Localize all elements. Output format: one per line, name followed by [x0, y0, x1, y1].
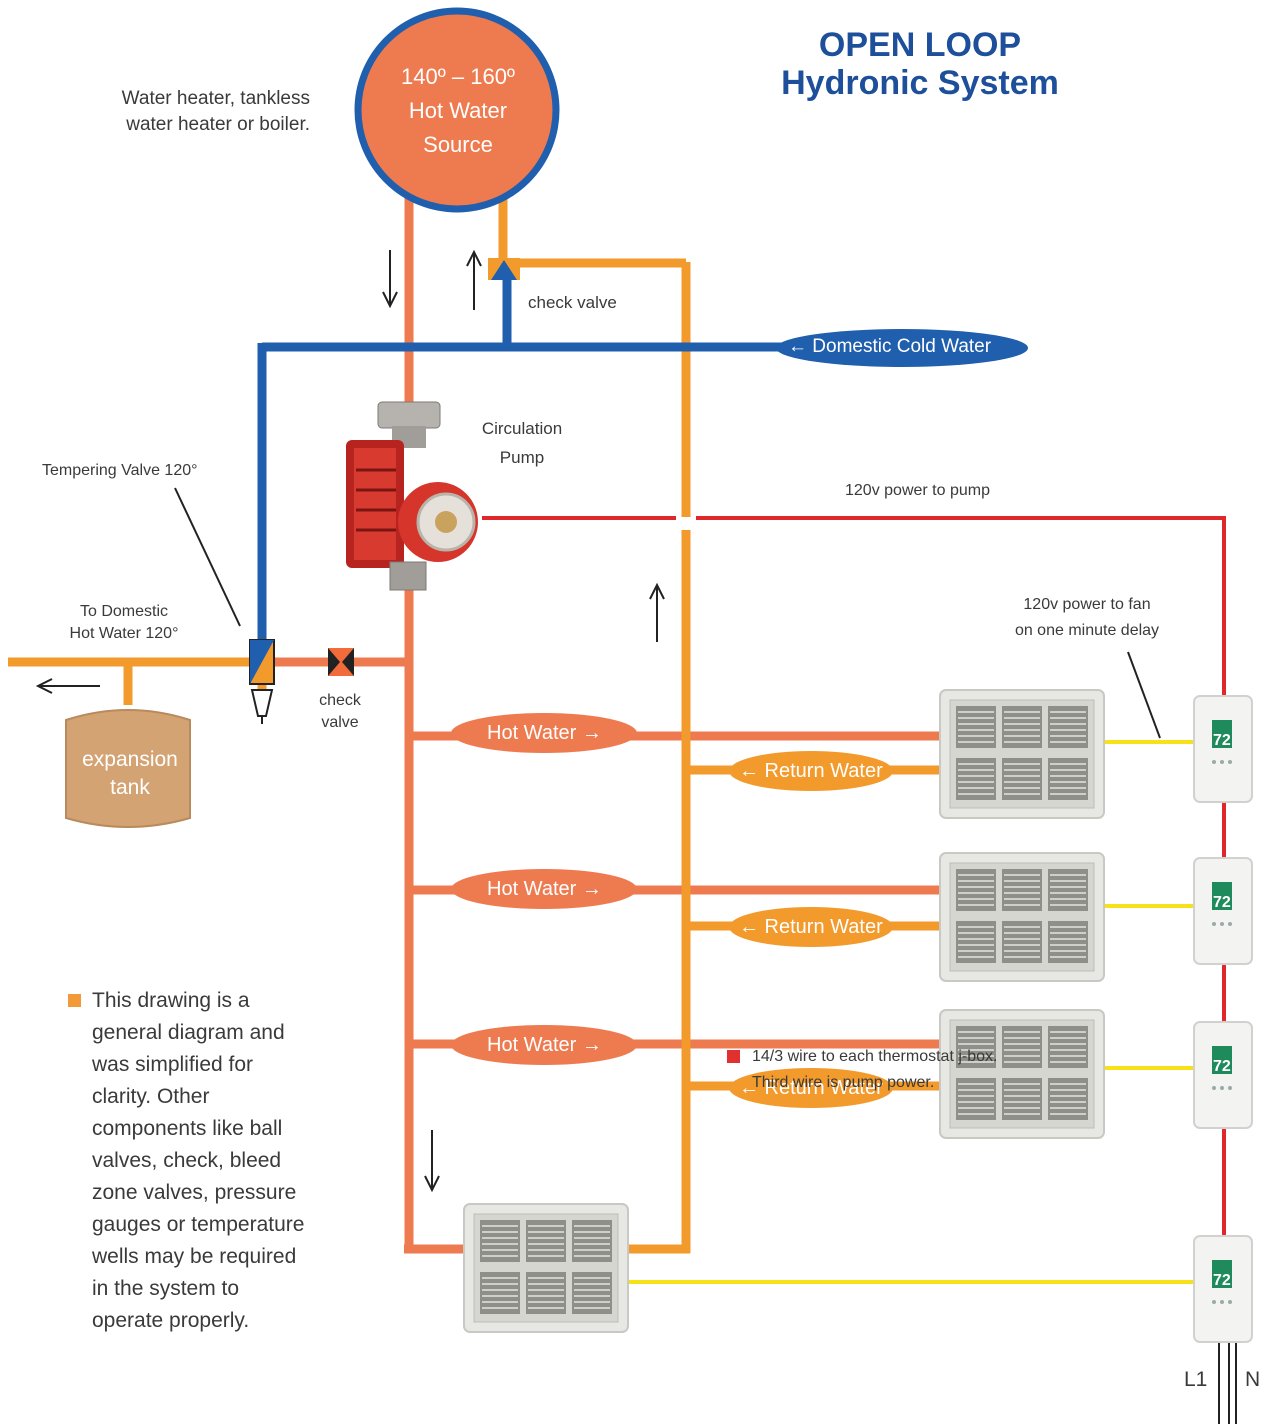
circulation-pump-label: Circulation Pump — [470, 414, 574, 472]
tempering-valve-label: Tempering Valve 120° — [42, 462, 198, 479]
check-valve-left — [328, 648, 354, 676]
flow-arrows — [35, 249, 665, 1193]
note-bullet — [68, 994, 81, 1007]
source-desc-line-1: Water heater, tankless — [121, 88, 310, 109]
return-water-oval-2 — [729, 907, 893, 947]
title-line-1: OPEN LOOP — [818, 26, 1022, 64]
thermostat-display-3: 72 — [1213, 1058, 1231, 1075]
return-water-label-2: ← Return Water — [739, 916, 883, 938]
domestic-cold-water-oval — [776, 329, 1028, 367]
source-label: 140º – 160º Hot Water Source — [360, 60, 556, 162]
source-line-3: Source — [423, 132, 493, 157]
expansion-tank-label: expansion tank — [66, 746, 194, 802]
thermostat-display-2: 72 — [1213, 894, 1231, 911]
circulation-pump — [346, 401, 478, 591]
tempering-valve — [249, 639, 275, 724]
expansion-tank — [65, 709, 191, 828]
to-domestic-line-1: To Domestic — [79, 603, 169, 620]
hot-water-label-1: Hot Water → — [487, 722, 602, 744]
fan-heater-1 — [939, 689, 1105, 819]
hot-water-label-2: Hot Water → — [487, 878, 602, 900]
wire-note-line-1: 14/3 wire to each thermostat j-box. — [752, 1048, 998, 1065]
power-wire — [482, 516, 1226, 1236]
hot-water-label-3: Hot Water → — [487, 1034, 602, 1056]
thermostat-1 — [1193, 695, 1253, 803]
domestic-cold-water-label: ← Domestic Cold Water — [788, 336, 992, 357]
check-valve-top — [488, 258, 520, 280]
thermostat-2 — [1193, 857, 1253, 965]
wire-note-line-2: Third wire is pump power. — [752, 1074, 935, 1091]
expansion-tank-line-2: tank — [110, 776, 150, 799]
power-to-fan-line-2: on one minute delay — [1014, 622, 1160, 639]
l1-terminal-label: L1 — [1184, 1368, 1208, 1391]
diagram-title: OPEN LOOP Hydronic System — [700, 26, 1140, 102]
return-water-label-3: ← Return Water — [739, 1077, 883, 1099]
hot-water-oval-3 — [451, 1025, 637, 1065]
line-wires — [1218, 1342, 1237, 1424]
to-domestic-line-2: Hot Water 120° — [69, 625, 179, 642]
cold-water-pipe — [257, 276, 800, 640]
thermostat-3 — [1193, 1021, 1253, 1129]
return-water-label-1: ← Return Water — [739, 760, 883, 782]
fan-heater-4 — [463, 1203, 629, 1333]
source-line-2: Hot Water — [408, 98, 508, 123]
leader-lines — [174, 487, 1161, 739]
power-to-fan-label: 120v power to fan on one minute delay — [1000, 592, 1174, 644]
fan-wire — [628, 740, 1194, 1284]
source-line-1: 140º – 160º — [401, 64, 515, 89]
thermostat-display-1: 72 — [1213, 732, 1231, 749]
to-domestic-hot-water-label: To Domestic Hot Water 120° — [52, 601, 196, 645]
check-valve-left-label: check valve — [305, 690, 375, 734]
source-description: Water heater, tankless water heater or b… — [60, 86, 310, 138]
return-water-oval-3 — [729, 1068, 893, 1108]
disclaimer-note: This drawing is a general diagram and wa… — [92, 989, 305, 1332]
return-water-oval-1 — [729, 751, 893, 791]
hot-water-oval-2 — [451, 869, 637, 909]
wire-note: 14/3 wire to each thermostat j-box. Thir… — [752, 1044, 997, 1096]
wire-note-bullet — [727, 1050, 740, 1063]
hot-water-source — [354, 7, 560, 213]
thermostat-display-4: 72 — [1213, 1272, 1231, 1289]
pump-label-line-2: Pump — [499, 448, 545, 467]
check-valve-left-line-2: valve — [321, 714, 359, 731]
fan-heater-2 — [939, 852, 1105, 982]
source-desc-line-2: water heater or boiler. — [126, 114, 310, 135]
title-line-2: Hydronic System — [781, 64, 1059, 102]
thermostat-4 — [1193, 1235, 1253, 1343]
power-to-fan-line-1: 120v power to fan — [1023, 596, 1151, 613]
expansion-tank-line-1: expansion — [82, 748, 178, 771]
n-terminal-label: N — [1245, 1368, 1261, 1391]
check-valve-left-line-1: check — [319, 692, 361, 709]
pump-label-line-1: Circulation — [481, 419, 563, 438]
hot-water-oval-1 — [451, 713, 637, 753]
power-to-pump-label: 120v power to pump — [845, 482, 990, 499]
check-valve-top-label: check valve — [528, 293, 617, 312]
